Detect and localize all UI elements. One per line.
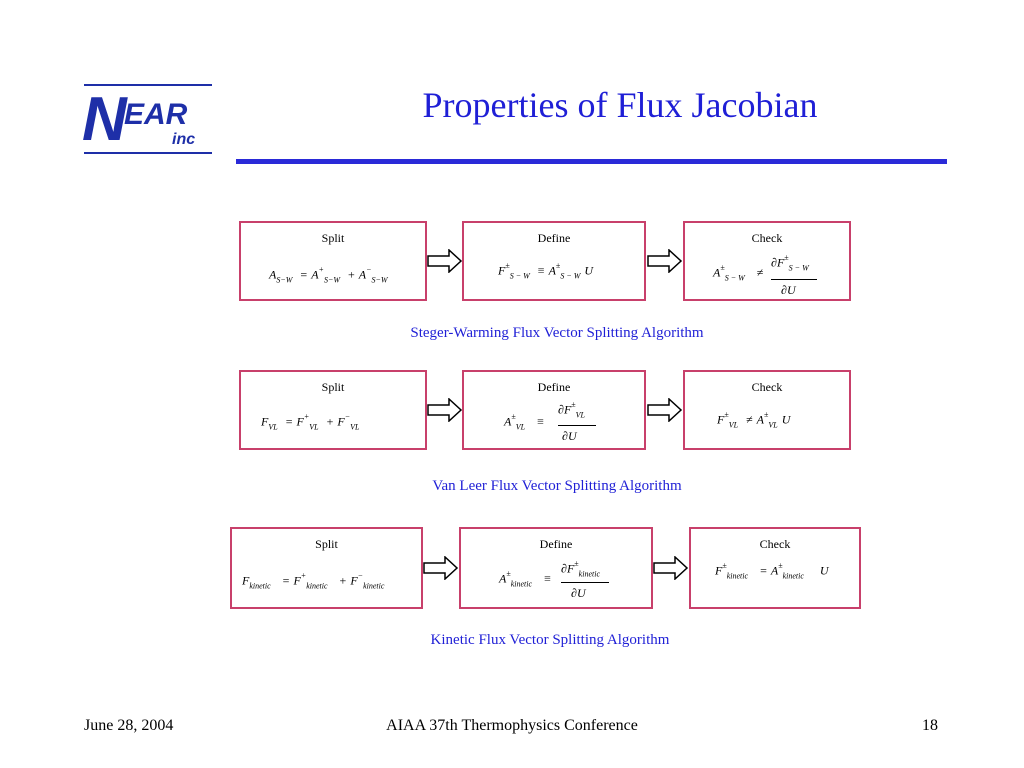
kfvs-check-label: Check: [759, 537, 791, 551]
kfvs-split-box: Split Fkinetic = F+kinetic + F−kinetic: [230, 527, 423, 609]
kfvs-define-label: Define: [539, 537, 573, 551]
vl-define-numerator: ∂F±VL: [558, 400, 586, 420]
sw-define-box: Define F±S − W ≡ A±S − W U: [462, 221, 646, 301]
sw-split-box: Split AS−W = A+S−W + A−S−W: [239, 221, 427, 301]
vl-check-equation: F±VL ≠ A±VL U: [717, 410, 791, 430]
sw-check-denominator: ∂U: [781, 283, 796, 297]
vl-check-label: Check: [751, 380, 783, 394]
vl-split-box: Split FVL = F+VL + F−VL: [239, 370, 427, 450]
sw-split-label: Split: [321, 231, 345, 245]
sw-check-lhs: A±S − W ≠: [713, 263, 764, 283]
vl-define-box: Define A±VL ≡ ∂F±VL ∂U: [462, 370, 646, 450]
kfvs-check-box: Check F±kinetic = A±kinetic U: [689, 527, 861, 609]
kfvs-define-box: Define A±kinetic ≡ ∂F±kinetic ∂U: [459, 527, 653, 609]
near-logo: N EAR inc: [82, 84, 212, 154]
arrow-icon: [647, 249, 683, 273]
kfvs-caption: Kinetic Flux Vector Splitting Algorithm: [430, 632, 670, 648]
kfvs-split-equation: Fkinetic = F+kinetic + F−kinetic: [242, 571, 385, 591]
sw-split-equation: AS−W = A+S−W + A−S−W: [269, 265, 388, 285]
vl-define-label: Define: [537, 380, 571, 394]
vl-define-lhs: A±VL ≡: [504, 412, 544, 432]
footer-page-number: 18: [922, 717, 938, 734]
sw-check-label: Check: [751, 231, 783, 245]
arrow-icon: [653, 556, 689, 580]
title-rule: [236, 159, 947, 164]
logo-sub: inc: [172, 131, 195, 148]
fraction-line: [558, 425, 596, 426]
kfvs-define-numerator: ∂F±kinetic: [561, 559, 600, 579]
fraction-line: [561, 582, 609, 583]
sw-define-label: Define: [537, 231, 571, 245]
sw-caption: Steger-Warming Flux Vector Splitting Alg…: [410, 325, 704, 341]
page-title: Properties of Flux Jacobian: [422, 85, 818, 125]
vl-caption: Van Leer Flux Vector Splitting Algorithm: [432, 478, 682, 494]
arrow-icon: [427, 398, 463, 422]
arrow-icon: [427, 249, 463, 273]
fraction-line: [771, 279, 817, 280]
kfvs-define-denominator: ∂U: [571, 586, 586, 600]
kfvs-define-lhs: A±kinetic ≡: [499, 569, 551, 589]
kfvs-check-equation: F±kinetic = A±kinetic U: [715, 561, 829, 581]
vl-split-equation: FVL = F+VL + F−VL: [261, 412, 360, 432]
sw-check-box: Check A±S − W ≠ ∂F±S − W ∂U: [683, 221, 851, 301]
logo-initial: N: [82, 85, 128, 154]
vl-check-box: Check F±VL ≠ A±VL U: [683, 370, 851, 450]
footer-date: June 28, 2004: [84, 717, 174, 734]
footer-conference: AIAA 37th Thermophysics Conference: [386, 717, 638, 734]
logo-main: EAR: [124, 98, 188, 131]
arrow-icon: [423, 556, 459, 580]
vl-split-label: Split: [321, 380, 345, 394]
vl-define-denominator: ∂U: [562, 429, 577, 443]
sw-define-equation: F±S − W ≡ A±S − W U: [498, 261, 594, 281]
sw-check-numerator: ∂F±S − W: [771, 253, 809, 273]
arrow-icon: [647, 398, 683, 422]
kfvs-split-label: Split: [315, 537, 338, 551]
